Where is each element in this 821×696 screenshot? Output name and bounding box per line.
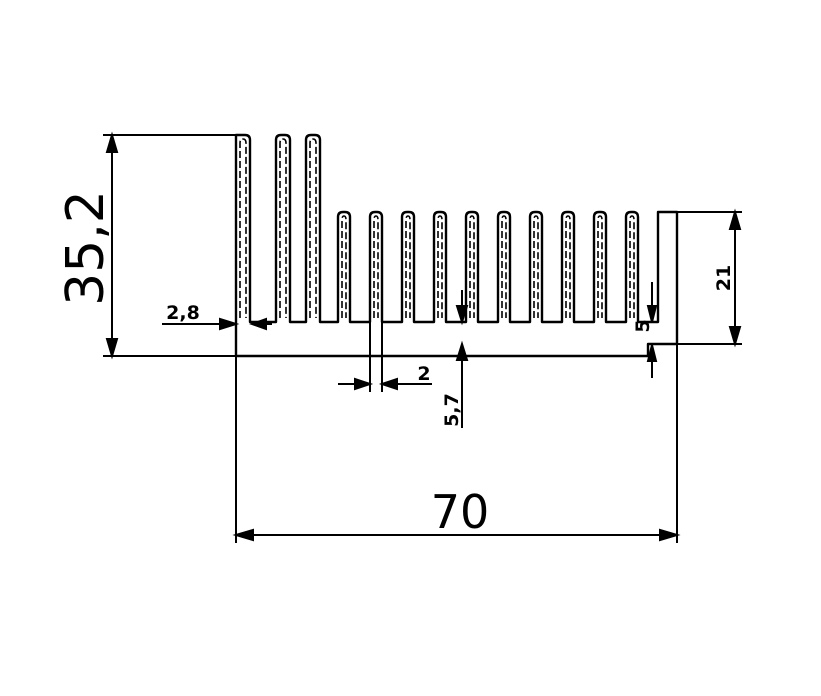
fin-height-dimension: [648, 208, 742, 348]
fin-width-dimension: [338, 322, 432, 392]
heatsink-profile-outline: [234, 133, 679, 358]
fin-gap-dimension-label: 5,7: [441, 393, 463, 427]
height-dimension: [103, 131, 236, 360]
fin-gap-dimension: [455, 290, 469, 428]
base-thickness-dimension: [646, 282, 658, 378]
base-thickness-dimension-label: 5: [632, 319, 654, 332]
height-dimension-label: 35,2: [56, 190, 116, 306]
heatsink-profile-inner-line: [239, 138, 635, 318]
width-dimension: [232, 212, 681, 543]
fin-height-dimension-label: 21: [713, 265, 735, 291]
width-dimension-label: 70: [431, 485, 490, 539]
tall-fin-width-dimension-label: 2,8: [166, 302, 200, 324]
tall-fin-width-dimension: [162, 317, 272, 331]
fin-width-dimension-label: 2: [417, 363, 430, 385]
